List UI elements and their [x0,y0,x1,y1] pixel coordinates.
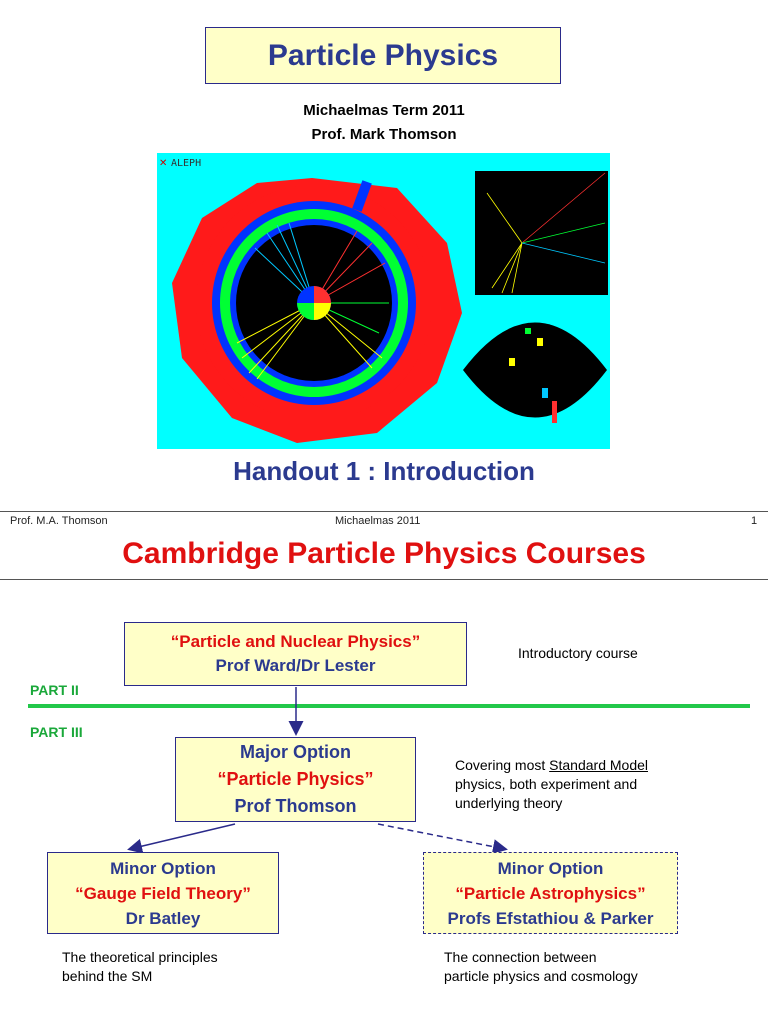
major-note: Covering most Standard Model physics, bo… [455,757,648,811]
part-iii-label: PART III [30,724,83,740]
side-view-inset [475,171,608,295]
option-heading: Minor Option [110,858,216,878]
footer-page-number: 1 [751,515,758,527]
course-box-particle-nuclear: “Particle and Nuclear Physics” Prof Ward… [124,622,467,686]
course-lecturers: Prof Thomson [234,796,357,816]
handout-title: Handout 1 : Introduction [233,456,535,486]
course-box-particle-astrophysics: Minor Option “Particle Astrophysics” Pro… [423,852,678,934]
slide-title-box: Particle Physics [205,27,561,84]
course-lecturers: Prof Ward/Dr Lester [215,656,376,675]
course-box-gauge-field-theory: Minor Option “Gauge Field Theory” Dr Bat… [47,852,279,934]
course-title: “Particle Astrophysics” [455,883,646,903]
intro-note: Introductory course [518,645,638,661]
course-title: “Gauge Field Theory” [75,883,251,903]
slide-divider [0,511,768,512]
detector-view [172,178,462,443]
part-separator [28,704,750,708]
standard-model-underlined: Standard Model [549,757,648,773]
slide2-title-divider [0,579,768,580]
svg-text:✕: ✕ [159,158,167,169]
slide2-title: Cambridge Particle Physics Courses [122,537,646,570]
professor-line: Prof. Mark Thomson [311,126,457,143]
course-arrows [127,687,508,855]
lego-plot-inset [463,322,607,423]
course-title: “Particle Physics” [217,769,374,789]
footer-term: Michaelmas 2011 [335,515,421,527]
arrow-to-astro [377,823,508,855]
course-box-major-option: Major Option “Particle Physics” Prof Tho… [175,737,416,822]
option-heading: Minor Option [497,858,604,878]
gauge-note: The theoretical principles behind the SM [62,949,218,984]
course-title: “Particle and Nuclear Physics” [170,632,421,651]
footer-author: Prof. M.A. Thomson [10,515,108,527]
part-ii-label: PART II [30,682,79,698]
arrow-to-gauge [127,823,236,854]
aleph-label: ALEPH [171,158,201,169]
astro-note: The connection between particle physics … [444,949,638,984]
option-heading: Major Option [240,742,351,762]
course-lecturers: Profs Efstathiou & Parker [447,908,654,928]
aleph-event-display: ✕ ALEPH [157,153,610,449]
slide-title: Particle Physics [267,38,499,72]
term-line: Michaelmas Term 2011 [303,102,465,119]
course-lecturers: Dr Batley [125,908,201,928]
